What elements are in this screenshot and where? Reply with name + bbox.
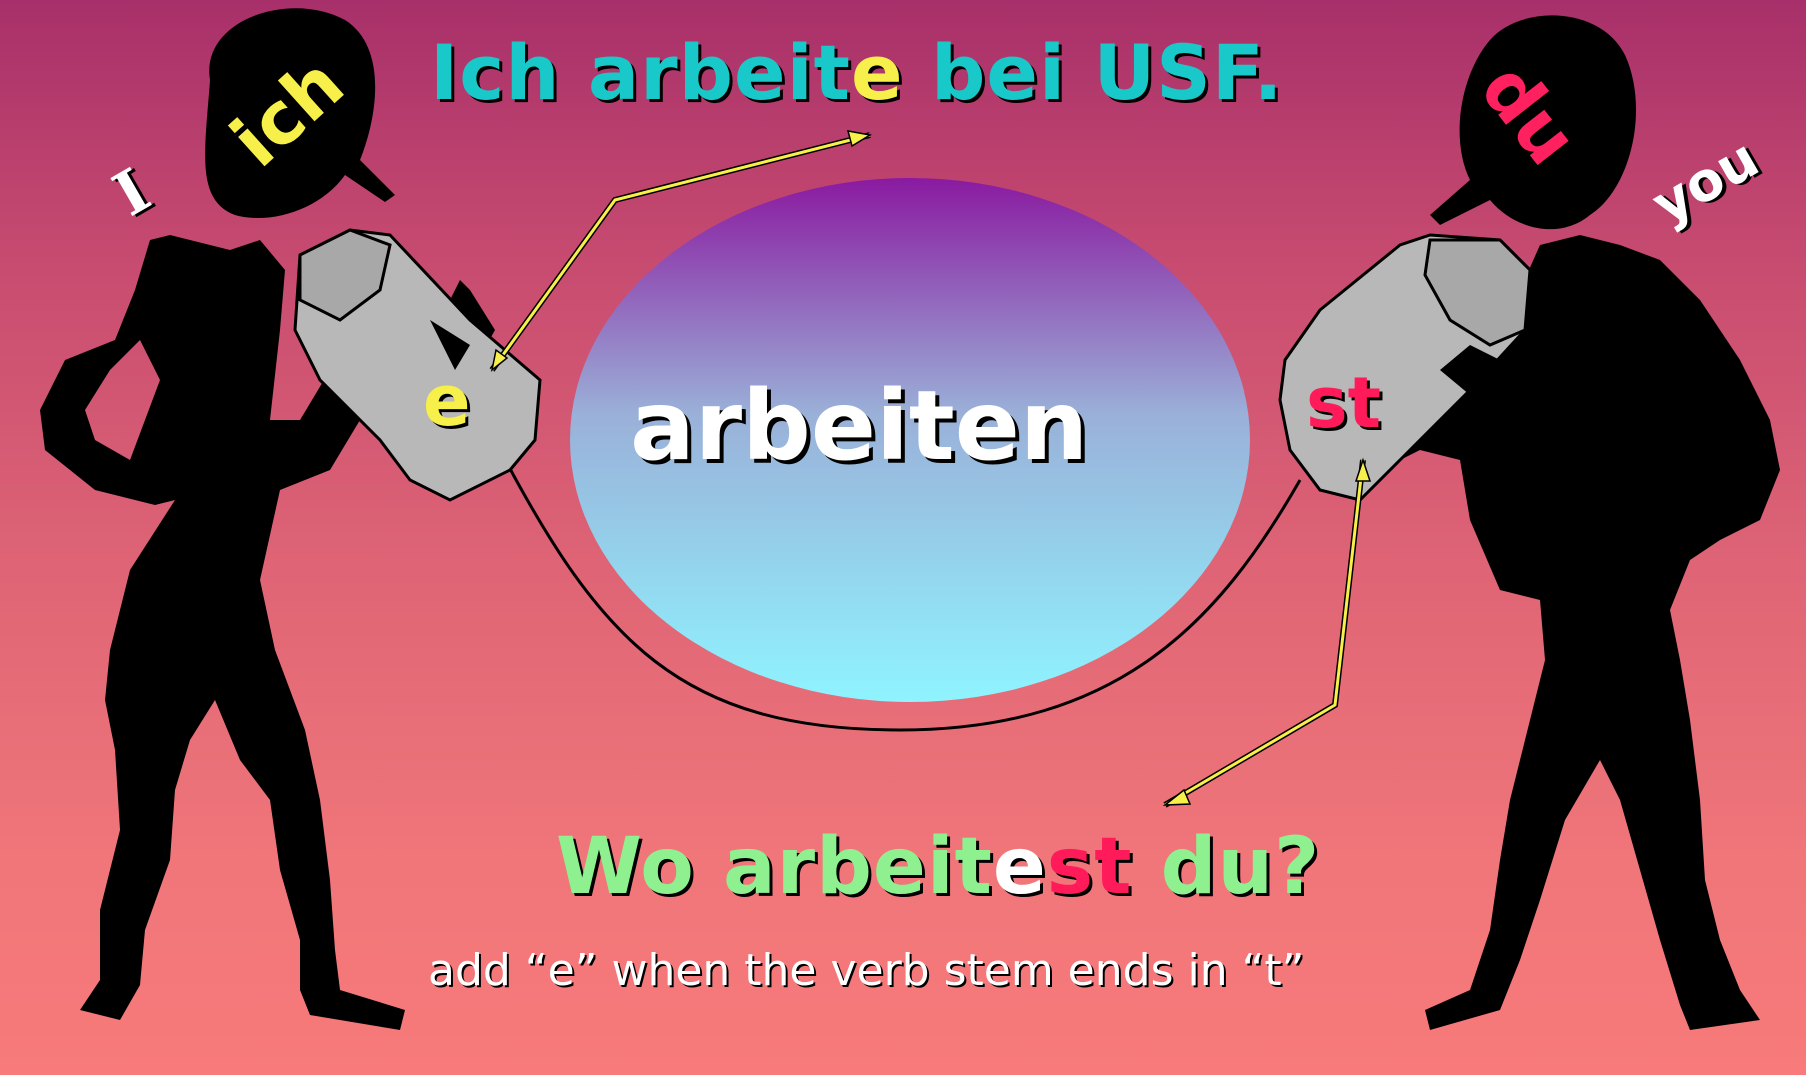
right-can-icon [1278, 233, 1532, 502]
left-can-icon [293, 228, 542, 502]
ending-st: st [1306, 362, 1382, 444]
verb-orb [570, 178, 1250, 702]
sentence-part: Wo arbeit [556, 822, 993, 912]
example-sentence-ich: Ich arbeite bei USF. [430, 28, 1284, 117]
sentence-part: bei USF. [903, 28, 1284, 117]
sentence-ending-e: e [992, 822, 1047, 912]
right-person-icon [1340, 15, 1780, 1030]
can-string [498, 449, 1302, 732]
sentence-part: du? [1132, 822, 1321, 912]
example-sentence-du: Wo arbeitest du? [556, 822, 1320, 912]
sentence-part: Ich arbeit [430, 28, 851, 117]
arrow-bottom [1162, 457, 1372, 808]
arrow-top [489, 130, 873, 372]
grammar-note: add “e” when the verb stem ends in “t” [428, 945, 1305, 996]
sentence-ending-st: st [1046, 822, 1133, 912]
sentence-ending-e: e [851, 28, 904, 117]
verb-infinitive: arbeiten [630, 370, 1089, 482]
ending-e: e [423, 360, 471, 442]
